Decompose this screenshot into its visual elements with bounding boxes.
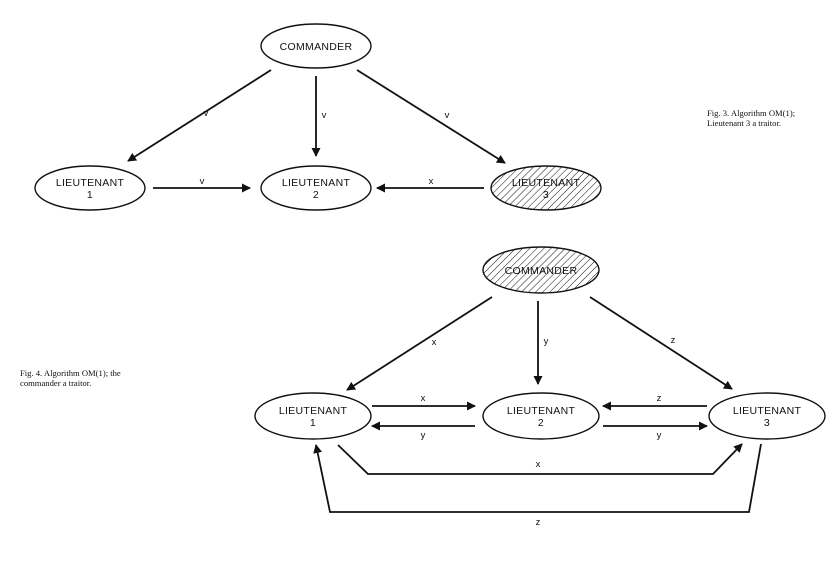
hatch-backdrop bbox=[506, 177, 586, 188]
node-commander-fig4: COMMANDER bbox=[482, 246, 600, 294]
fig4-edge-arrow-3 bbox=[589, 296, 733, 390]
node-number: 1 bbox=[310, 417, 316, 429]
node-label: LIEUTENANT bbox=[56, 177, 125, 189]
node-label: COMMANDER bbox=[505, 265, 578, 277]
fig4-edge-label-9: z bbox=[536, 517, 541, 528]
fig3-edge-label-4: v bbox=[200, 176, 205, 187]
fig4-edge-label-2: y bbox=[544, 336, 549, 347]
node-number: 2 bbox=[313, 189, 319, 201]
fig4-edge-label-6: z bbox=[657, 393, 662, 404]
hatch-backdrop bbox=[504, 265, 578, 276]
fig4-edge-arrow-1 bbox=[346, 296, 493, 391]
node-label: LIEUTENANT bbox=[282, 177, 351, 189]
fig3-edge-arrow-1 bbox=[127, 69, 272, 162]
node-shape bbox=[482, 392, 600, 440]
fig4-edge-label-3: z bbox=[671, 335, 676, 346]
fig4-edge-arrow-8 bbox=[337, 443, 743, 475]
node-number: 2 bbox=[538, 417, 544, 429]
fig3-edge-label-2: v bbox=[322, 110, 327, 121]
fig4-edge-arrow-9 bbox=[313, 443, 762, 513]
node-label: LIEUTENANT bbox=[279, 405, 348, 417]
node-label: LIEUTENANT bbox=[733, 405, 802, 417]
fig3-edge-label-1: v bbox=[204, 108, 209, 119]
fig4-caption: Fig. 4. Algorithm OM(1); the commander a… bbox=[20, 368, 121, 388]
fig4-edge-label-8: x bbox=[536, 459, 541, 470]
fig3-edge-label-5: x bbox=[429, 176, 434, 187]
node-label: LIEUTENANT bbox=[507, 405, 576, 417]
fig4-edge-label-1: x bbox=[432, 337, 437, 348]
fig4-edge-label-5: y bbox=[421, 430, 426, 441]
node-shape bbox=[254, 392, 372, 440]
node-number: 1 bbox=[87, 189, 93, 201]
hatch-backdrop bbox=[539, 189, 553, 200]
node-number: 3 bbox=[764, 417, 770, 429]
node-commander-fig3: COMMANDER bbox=[260, 23, 372, 69]
node-shape bbox=[260, 23, 372, 69]
node-label: COMMANDER bbox=[280, 41, 353, 53]
fig4-edge-label-4: x bbox=[421, 393, 426, 404]
fig3-edge-label-3: v bbox=[445, 110, 450, 121]
node-label: LIEUTENANT bbox=[512, 177, 581, 189]
fig3-edge-arrow-3 bbox=[356, 69, 506, 164]
fig4-edge-label-7: y bbox=[657, 430, 662, 441]
fig3-caption: Fig. 3. Algorithm OM(1); Lieutenant 3 a … bbox=[707, 108, 796, 128]
node-shape bbox=[708, 392, 826, 440]
node-shape bbox=[34, 165, 146, 211]
node-shape bbox=[260, 165, 372, 211]
node-number: 3 bbox=[543, 189, 549, 201]
